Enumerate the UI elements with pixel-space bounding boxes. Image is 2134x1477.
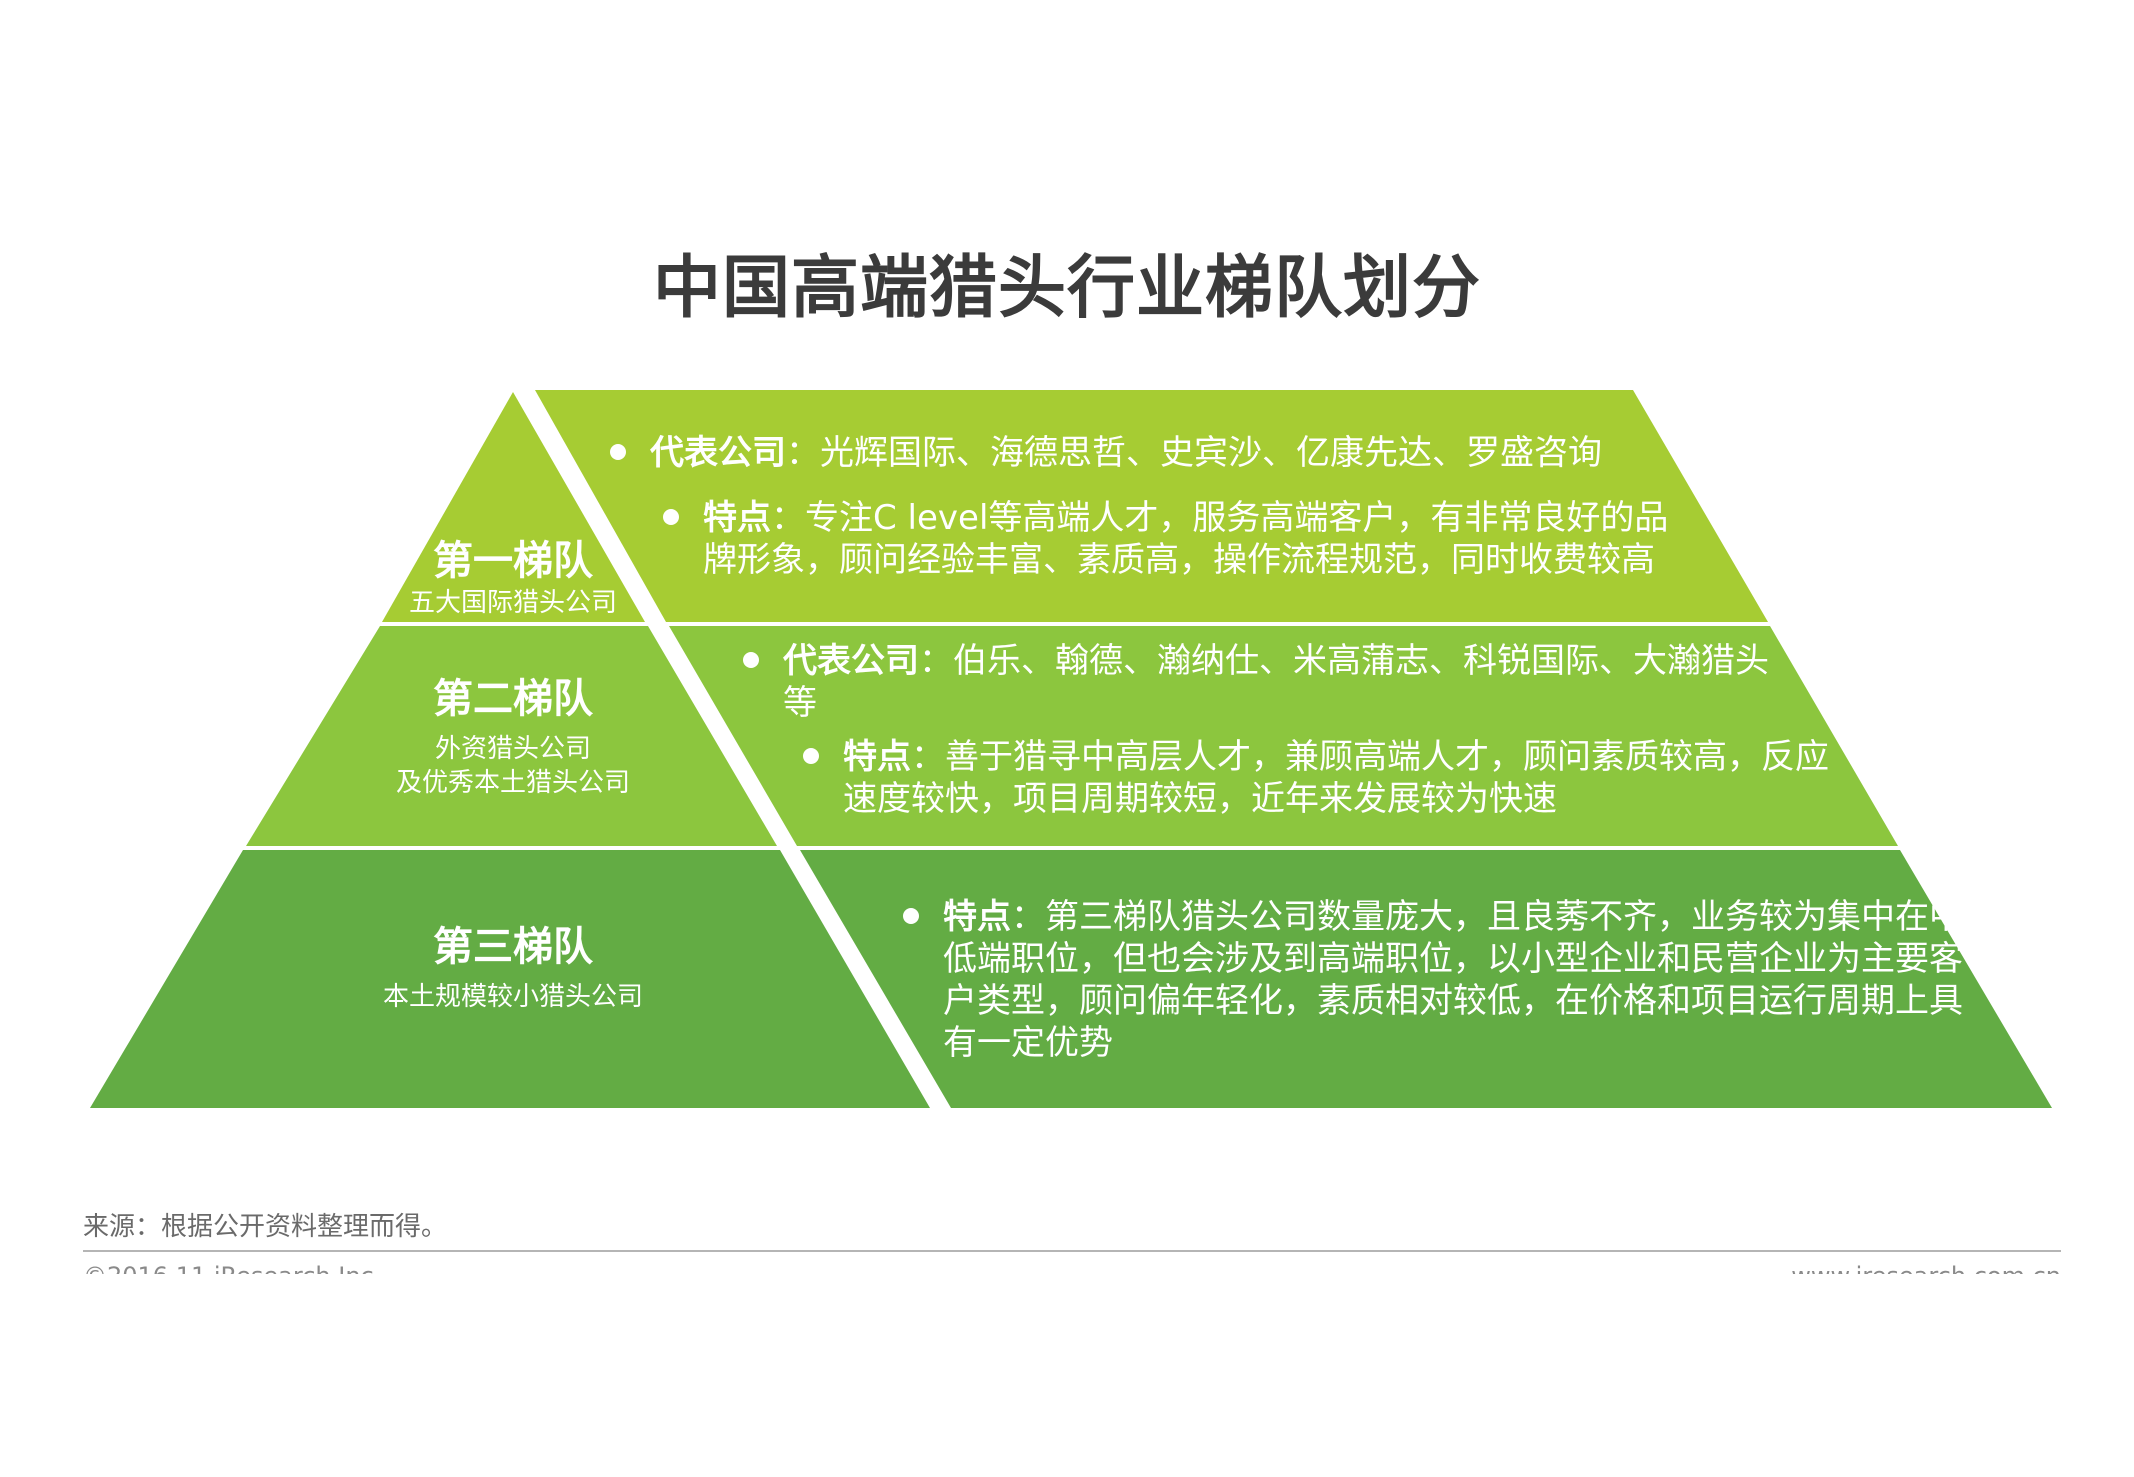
bullet-label: 代表公司 <box>650 433 786 473</box>
tier2-label: 第二梯队 外资猎头公司 及优秀本土猎头公司 <box>353 666 673 800</box>
footer-divider <box>83 1250 2061 1252</box>
tier3-right-panel <box>800 850 2052 1108</box>
tier3-left-segment <box>90 850 930 1108</box>
tier1-left-segment <box>382 392 645 622</box>
source-note: 来源：根据公开资料整理而得。 <box>83 1212 448 1242</box>
footer-website: www.iresearch.com.cn <box>1781 1256 2061 1274</box>
page-title: 中国高端猎头行业梯队划分 <box>652 249 1481 328</box>
footer-copyright: ©2016.11 iResearch Inc. <box>83 1256 483 1274</box>
bullet-dot <box>743 652 759 668</box>
tier2-subtitle-1: 外资猎头公司 <box>434 734 591 764</box>
tier3-label: 第三梯队 本土规模较小猎头公司 <box>343 914 683 1014</box>
tier1-subtitle: 五大国际猎头公司 <box>408 588 617 618</box>
tier2-features: 特点：善于猎寻中高层人才，兼顾高端人才，顾问素质较高，反应速度较快，项目周期较短… <box>803 736 1843 820</box>
bullet-dot <box>803 748 819 764</box>
bullet-text: 伯乐、翰德、瀚纳仕、米高蒲志、科锐国际、大瀚猎头等 <box>783 641 1769 723</box>
tier2-name: 第二梯队 <box>433 676 593 722</box>
bullet-text: 专注C level等高端人才，服务高端客户，有非常良好的品牌形象，顾问经验丰富、… <box>703 498 1669 580</box>
tier1-features: 特点：专注C level等高端人才，服务高端客户，有非常良好的品牌形象，顾问经验… <box>663 497 1693 581</box>
tier3-subtitle: 本土规模较小猎头公司 <box>382 982 643 1012</box>
tier2-subtitle-2: 及优秀本土猎头公司 <box>395 768 630 798</box>
bullet-text: 第三梯队猎头公司数量庞大，且良莠不齐，业务较为集中在中低端职位，但也会涉及到高端… <box>943 897 1963 1063</box>
bullet-dot <box>663 509 679 525</box>
tier1-label: 第一梯队 五大国际猎头公司 <box>393 528 633 620</box>
tier1-name: 第一梯队 <box>433 538 593 584</box>
tier2-left-segment <box>246 626 777 846</box>
tier1-companies: 代表公司：光辉国际、海德思哲、史宾沙、亿康先达、罗盛咨询 <box>610 432 1670 474</box>
bullet-dot <box>903 908 919 924</box>
tier3-name: 第三梯队 <box>433 924 593 970</box>
bullet-label: 特点 <box>943 897 1011 937</box>
tier1-right-panel <box>535 390 1768 622</box>
bullet-label: 特点 <box>843 737 911 777</box>
bullet-text: 光辉国际、海德思哲、史宾沙、亿康先达、罗盛咨询 <box>820 433 1602 473</box>
bullet-label: 代表公司 <box>783 641 919 681</box>
bullet-dot <box>610 444 626 460</box>
tier3-features: 特点：第三梯队猎头公司数量庞大，且良莠不齐，业务较为集中在中低端职位，但也会涉及… <box>903 896 1963 1064</box>
bullet-text: 善于猎寻中高层人才，兼顾高端人才，顾问素质较高，反应速度较快，项目周期较短，近年… <box>843 737 1829 819</box>
bullet-label: 特点 <box>703 498 771 538</box>
tier2-companies: 代表公司：伯乐、翰德、瀚纳仕、米高蒲志、科锐国际、大瀚猎头等 <box>743 640 1773 724</box>
tier2-right-panel <box>669 626 1898 846</box>
